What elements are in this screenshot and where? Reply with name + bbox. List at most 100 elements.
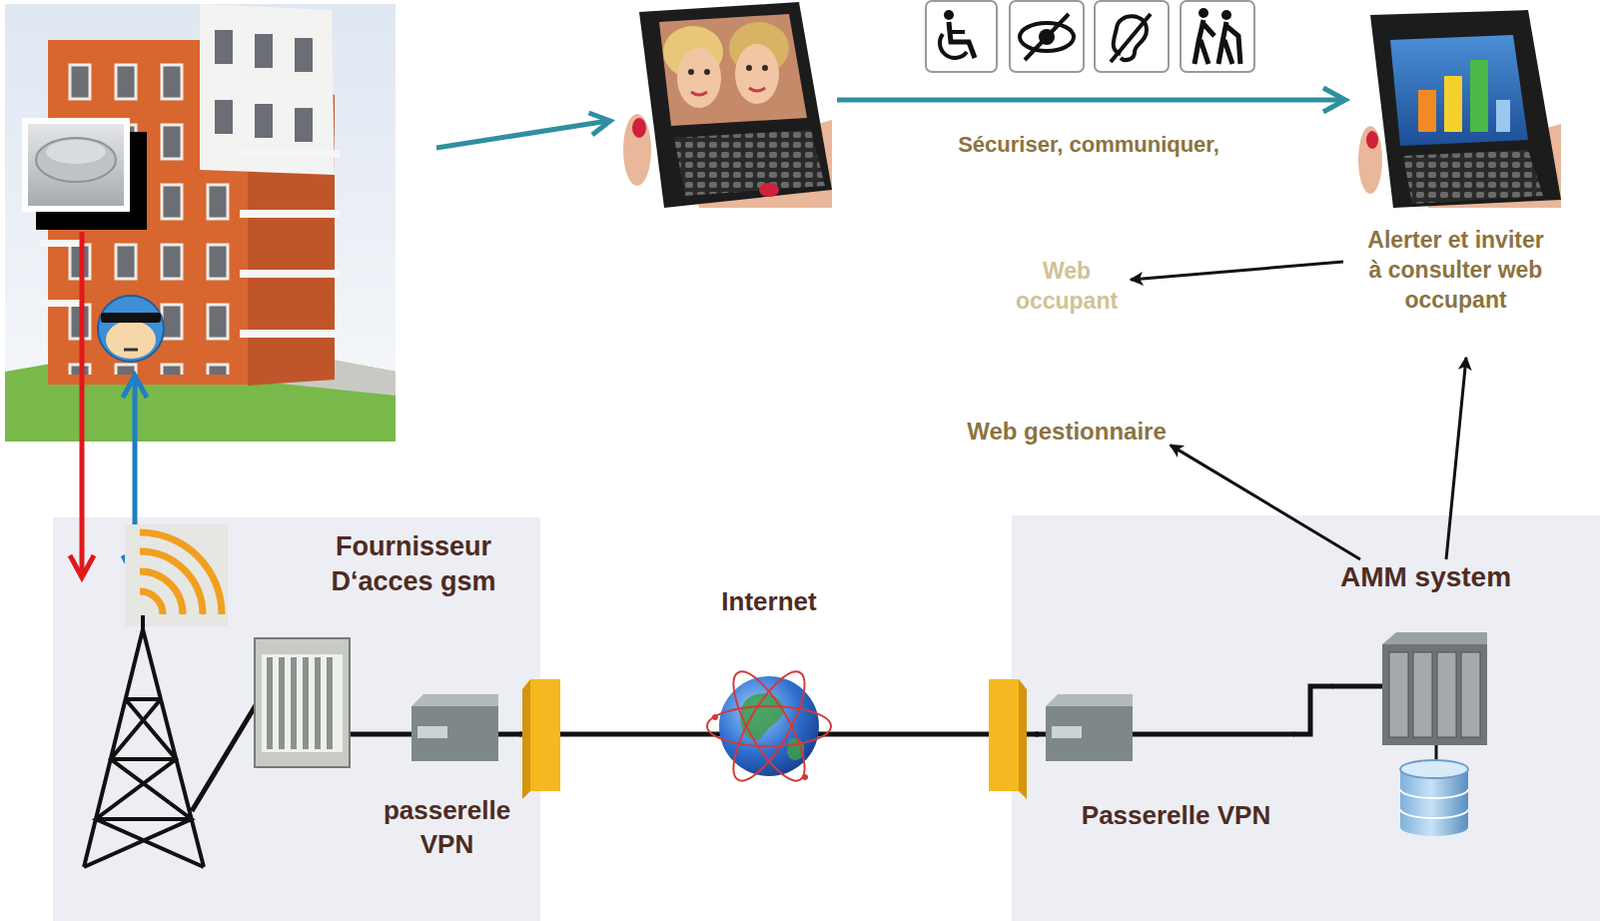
accessibility-icon xyxy=(1194,19,1215,64)
smoke-detector xyxy=(35,137,116,182)
amm-server xyxy=(1382,632,1488,746)
flow-arrow xyxy=(1446,357,1467,560)
device-label: passerelle VPN xyxy=(374,694,520,862)
system-label: AMM system xyxy=(1333,559,1519,596)
panel-heading: Fournisseur D‘acces gsm xyxy=(298,517,529,600)
phone-chart-photo xyxy=(1366,130,1379,149)
building-illustration xyxy=(214,99,233,134)
radio-waves xyxy=(139,532,222,615)
phone-photo xyxy=(688,68,695,75)
occupant-face xyxy=(105,320,156,359)
internet-globe xyxy=(721,662,818,790)
accessibility-icon xyxy=(1218,21,1241,64)
vpn-gateway-device xyxy=(1045,694,1133,707)
accessibility-icon xyxy=(1024,13,1069,60)
building-illustration xyxy=(4,3,396,442)
building-illustration xyxy=(214,29,233,64)
antenna-tower xyxy=(83,615,204,867)
phone-chart-photo xyxy=(1363,9,1562,208)
switch-rack xyxy=(254,638,350,768)
building-illustration xyxy=(239,209,340,218)
internet-globe xyxy=(707,706,831,747)
accessibility-icon xyxy=(1180,0,1255,72)
phone-photo xyxy=(735,43,780,104)
radio-waves xyxy=(124,524,228,627)
amm-server xyxy=(1389,652,1409,738)
device-label: Passerelle VPN xyxy=(1038,699,1294,833)
network-wire xyxy=(349,732,412,738)
firewall xyxy=(522,679,1027,800)
teal-arrow xyxy=(589,112,612,135)
database-cylinder xyxy=(1400,760,1469,779)
arrow-label: Sécuriser, communiquer, xyxy=(957,130,1220,160)
network-wire xyxy=(1132,732,1295,738)
provider-panel: Fournisseur D‘acces gsm passerelle VPN xyxy=(52,517,541,921)
building-illustration xyxy=(39,299,80,307)
building-illustration xyxy=(294,37,313,72)
accessibility-icon xyxy=(948,21,975,58)
phone-photo xyxy=(762,64,769,71)
label-box: Sécuriser, communiquer, xyxy=(957,130,1220,160)
panel-ground xyxy=(52,517,541,921)
flow-arrow xyxy=(1170,445,1361,560)
radio-waves xyxy=(139,591,163,615)
phone-chart-photo xyxy=(1390,34,1529,146)
database-cylinder xyxy=(1400,760,1469,836)
flow-arrow xyxy=(1130,261,1344,280)
network-wire xyxy=(498,732,522,738)
network-wire xyxy=(1435,745,1439,762)
phone-chart-photo xyxy=(1358,9,1562,208)
building-illustration xyxy=(239,329,340,338)
accessibility-icon xyxy=(925,0,997,72)
network-label: Internet xyxy=(699,585,839,620)
phone-photo xyxy=(704,68,711,75)
signal-arrow xyxy=(69,555,94,578)
phone-chart-photo xyxy=(1418,89,1437,132)
accessibility-icon xyxy=(939,33,967,58)
panel-ground xyxy=(1011,515,1600,921)
phone-photo xyxy=(639,1,832,208)
antenna-tower xyxy=(83,615,204,867)
web-portal: Web gestionnaire xyxy=(962,415,1171,447)
phone-photo xyxy=(623,1,832,208)
database-cylinder xyxy=(1400,789,1469,818)
vpn-gateway: passerelle VPN xyxy=(374,694,520,874)
switch-rack xyxy=(269,657,330,750)
phone-photo xyxy=(659,13,807,126)
vpn-gateway-device xyxy=(1051,726,1082,739)
firewall xyxy=(530,679,561,792)
occupant-face xyxy=(97,295,164,362)
phone-photo xyxy=(626,1,832,208)
internet-cloud: Internet xyxy=(699,585,839,796)
building-illustration xyxy=(239,149,340,158)
building-illustration xyxy=(39,239,80,247)
phone-photo xyxy=(759,182,780,197)
phone-chart-photo xyxy=(1370,9,1562,208)
phone-photo xyxy=(623,113,652,186)
accessibility-icon xyxy=(925,0,1255,72)
radio-waves xyxy=(139,551,203,615)
accessibility-icon xyxy=(943,9,954,20)
vpn-gateway-device xyxy=(411,694,499,707)
phone-photo xyxy=(691,87,766,95)
signal-arrow xyxy=(122,375,147,398)
building-illustration xyxy=(254,33,273,68)
network-wire xyxy=(191,705,256,811)
phone-chart-photo xyxy=(1444,75,1463,132)
building-illustration xyxy=(294,107,313,142)
smoke-detector xyxy=(27,123,124,206)
internet-globe xyxy=(707,662,831,790)
occupant-face xyxy=(97,295,164,362)
network-link xyxy=(1293,686,1334,735)
phone-alert: Alerter et inviter à consulter web occup… xyxy=(1343,7,1569,358)
accessibility-icon xyxy=(1094,0,1169,72)
internet-globe xyxy=(721,662,818,790)
building-illustration xyxy=(4,3,396,442)
amm-server xyxy=(1461,652,1481,738)
phone-chart-photo xyxy=(1496,99,1511,132)
accessibility-icon xyxy=(949,29,965,34)
